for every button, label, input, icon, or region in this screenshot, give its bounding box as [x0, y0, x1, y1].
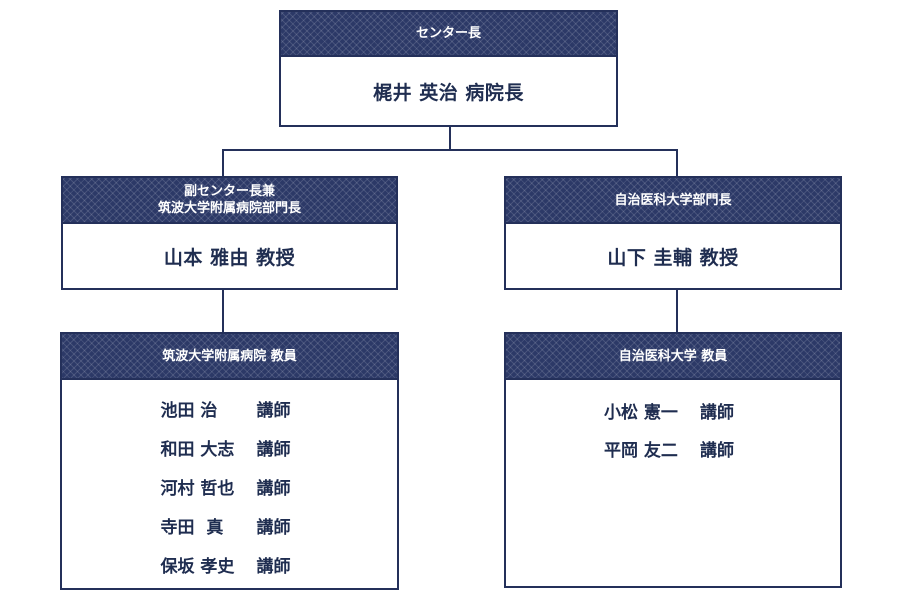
vice-director-title: 副センター長兼 筑波大学附属病院部門長	[63, 178, 396, 224]
staff-row: 保坂 孝史 講師	[161, 548, 299, 587]
staff-name: 平岡 友二	[604, 441, 678, 461]
vice-director-title-line2: 筑波大学附属病院部門長	[157, 201, 301, 216]
director-title: センター長	[281, 12, 616, 57]
connector-left-staff	[222, 289, 224, 333]
staff-name: 保坂 孝史	[160, 557, 235, 577]
staff-row: 寺田 真 講師	[161, 509, 299, 548]
staff-row: 池田 治 講師	[161, 392, 299, 431]
staff-name: 河村 哲也	[160, 479, 235, 499]
director-name: 梶井 英治 病院長	[373, 81, 524, 104]
staff-name: 池田 治	[160, 401, 218, 421]
tsukuba-staff-list: 池田 治講師和田 大志講師河村 哲也講師寺田 真講師保坂 孝史講師	[62, 380, 397, 587]
director-box: センター長 梶井 英治 病院長	[279, 10, 618, 127]
staff-name: 寺田 真	[160, 518, 224, 538]
jichi-head-name: 山下 圭輔 教授	[607, 246, 739, 269]
jichi-head-box: 自治医科大学部門長 山下 圭輔 教授	[504, 176, 842, 290]
jichi-head-title: 自治医科大学部門長	[506, 178, 840, 224]
staff-role: 講師	[256, 479, 291, 499]
staff-role: 講師	[700, 403, 734, 423]
vice-director-title-line1: 副センター長兼	[183, 184, 275, 199]
connector-director-down	[449, 126, 451, 150]
connector-right-staff	[676, 289, 678, 333]
staff-role: 講師	[256, 440, 291, 460]
vice-director-box: 副センター長兼 筑波大学附属病院部門長 山本 雅由 教授	[61, 176, 398, 290]
jichi-staff-box: 自治医科大学 教員 小松 憲一講師平岡 友二講師	[504, 332, 842, 588]
vice-director-name: 山本 雅由 教授	[163, 246, 296, 269]
staff-role: 講師	[256, 401, 291, 421]
staff-row: 小松 憲一 講師	[604, 394, 742, 432]
connector-horizontal	[222, 149, 678, 151]
tsukuba-staff-box: 筑波大学附属病院 教員 池田 治講師和田 大志講師河村 哲也講師寺田 真講師保坂…	[60, 332, 399, 590]
staff-row: 平岡 友二 講師	[604, 432, 742, 470]
staff-name: 小松 憲一	[604, 403, 678, 423]
staff-role: 講師	[700, 441, 734, 461]
connector-left-down	[222, 149, 224, 177]
staff-row: 和田 大志 講師	[161, 431, 299, 470]
staff-role: 講師	[256, 518, 291, 538]
staff-role: 講師	[256, 557, 291, 577]
connector-right-down	[676, 149, 678, 177]
tsukuba-staff-title: 筑波大学附属病院 教員	[62, 334, 397, 380]
staff-row: 河村 哲也 講師	[161, 470, 299, 509]
jichi-staff-list: 小松 憲一講師平岡 友二講師	[506, 380, 840, 470]
staff-name: 和田 大志	[160, 440, 235, 460]
jichi-staff-title: 自治医科大学 教員	[506, 334, 840, 380]
